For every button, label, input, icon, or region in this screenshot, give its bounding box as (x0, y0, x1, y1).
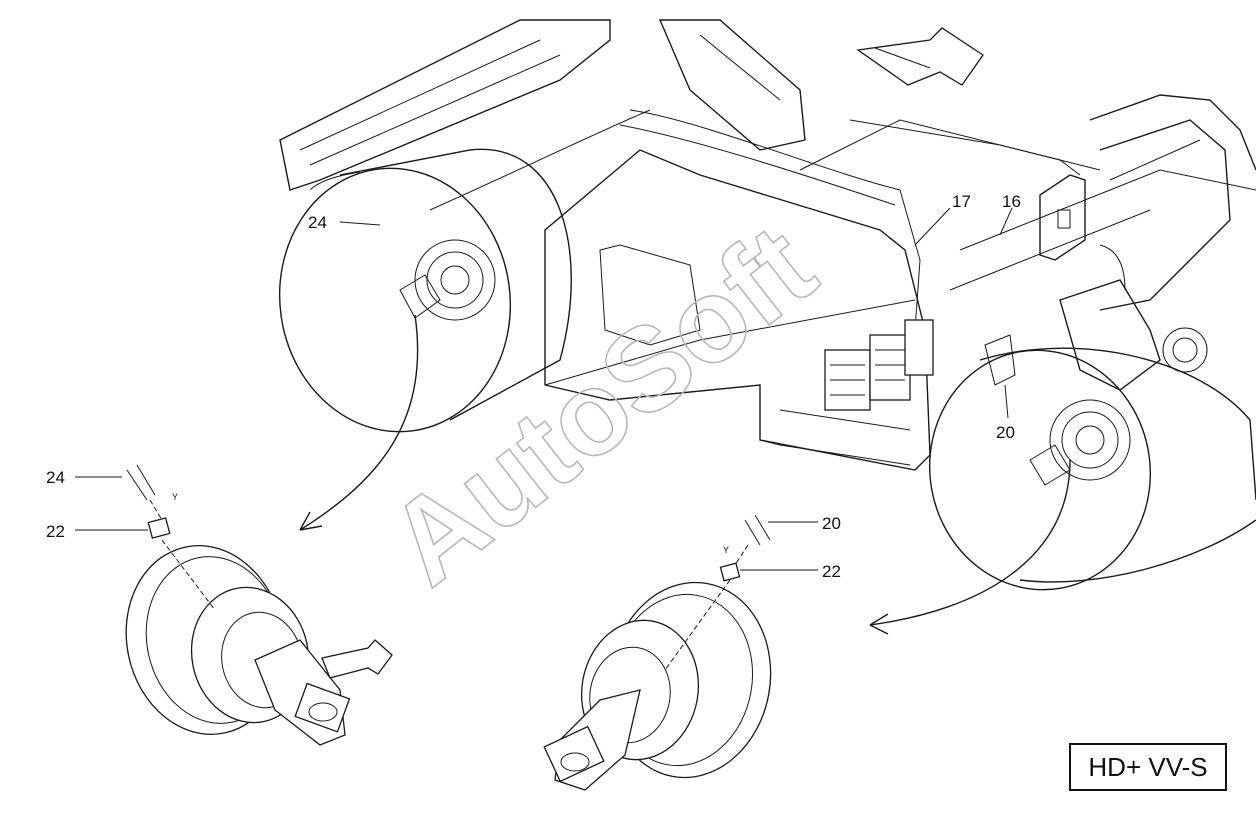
model-label: HD+ VV-S (1088, 751, 1208, 782)
callout-20-bottom: 20 (822, 514, 841, 533)
right-drum (928, 334, 1256, 591)
axis-mark-y-left: Y (172, 492, 178, 502)
callout-24-left: 24 (46, 468, 65, 487)
callout-22-bottom: 22 (822, 562, 841, 581)
left-wheel-motor (125, 464, 393, 746)
machine-frame (279, 19, 1256, 471)
callout-17: 17 (952, 192, 971, 211)
sweep-arrows (299, 314, 1071, 635)
model-label-box: HD+ VV-S (1069, 743, 1227, 791)
callout-16: 16 (1002, 192, 1021, 211)
callout-20-right: 20 (996, 423, 1015, 442)
callout-24-top: 24 (308, 213, 327, 232)
callout-22-left: 22 (46, 522, 65, 541)
axis-mark-y-right: Y (723, 545, 729, 555)
left-drum (278, 148, 572, 433)
watermark-text: AutoSoft (365, 200, 839, 611)
right-wheel-motor (543, 514, 772, 791)
leader-lines (75, 207, 1013, 571)
